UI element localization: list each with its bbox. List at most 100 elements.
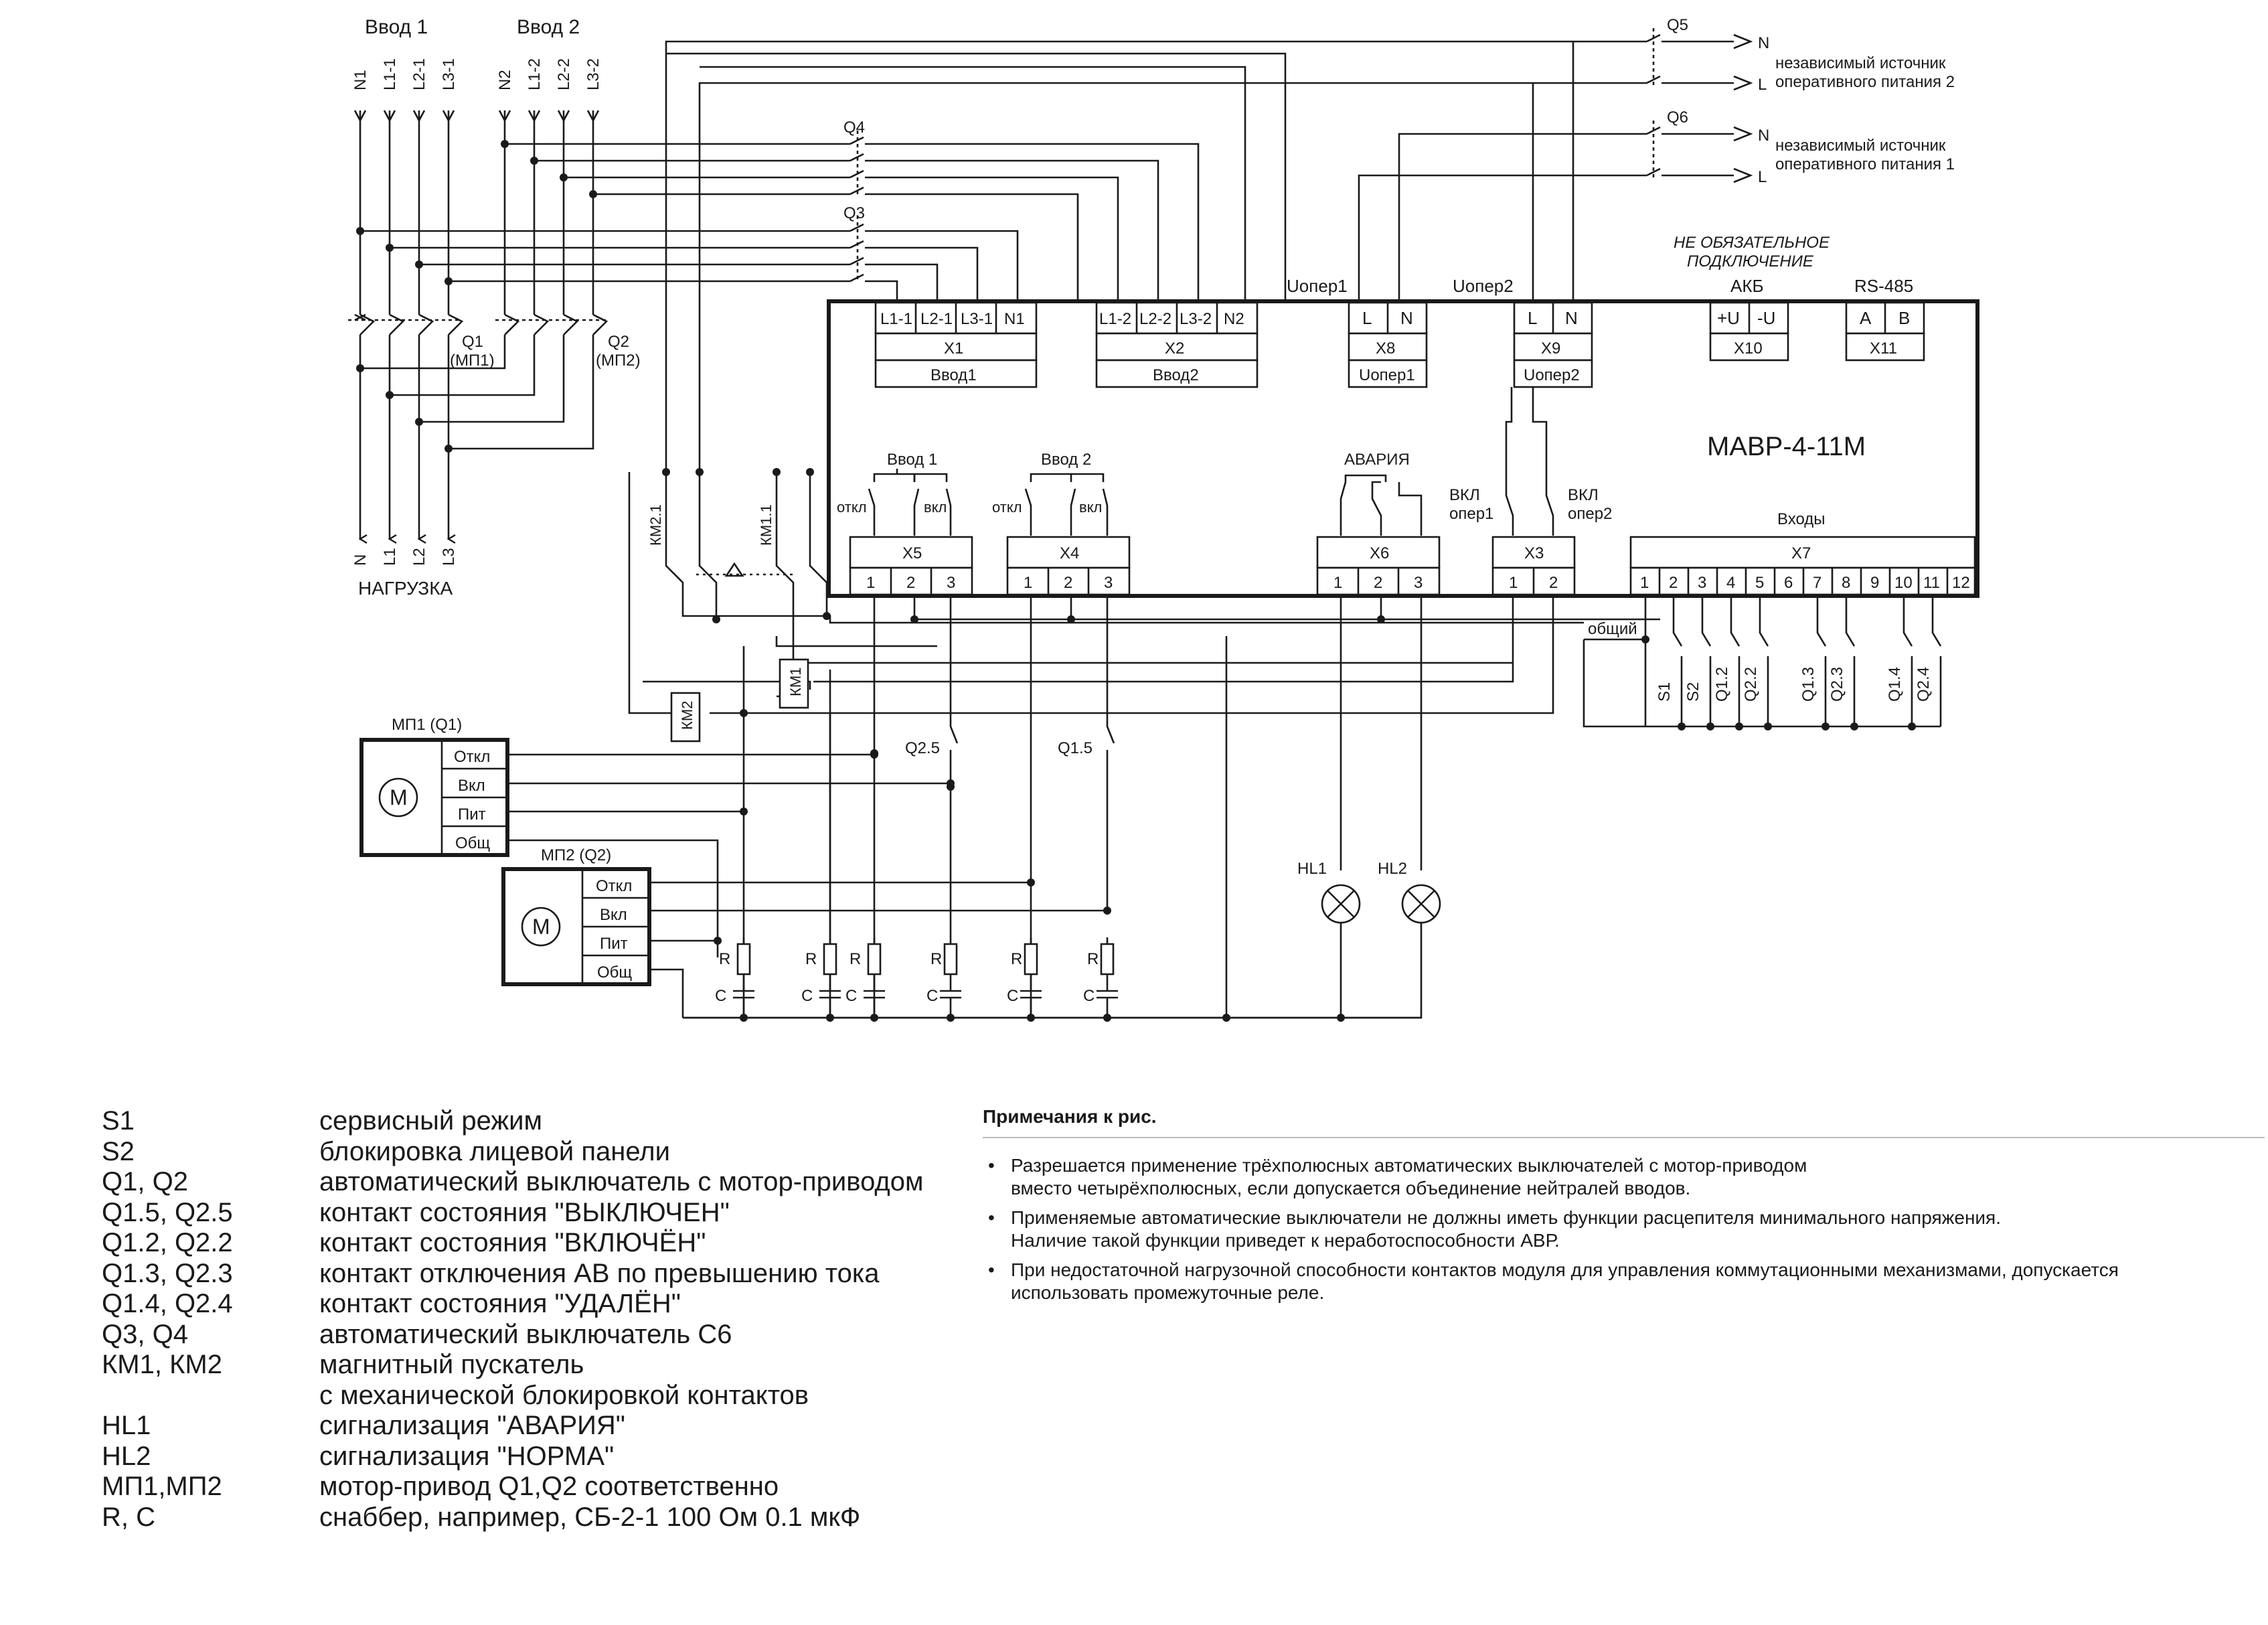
line-l3-2: L3-2 xyxy=(584,58,602,90)
mp2-title: МП2 (Q2) xyxy=(541,846,611,864)
input1-line-labels: N1 L1-1 L2-1 L3-1 xyxy=(351,58,458,90)
snubber-r-2: R xyxy=(805,950,817,968)
x4-name: X4 xyxy=(1060,544,1079,562)
x7-pin-11: 11 xyxy=(1923,574,1940,592)
q3-label: Q3 xyxy=(843,204,865,222)
motor-mp2: МП2 (Q2) M Откл Вкл Пит Общ xyxy=(501,846,651,986)
x7-pin-2: 2 xyxy=(1669,574,1678,592)
q6-label: Q6 xyxy=(1667,108,1688,127)
x7-title: Входы xyxy=(1777,510,1826,528)
terminal-x7: Входы X7 1 2 3 4 5 6 7 8 9 10 11 12 общи… xyxy=(1588,510,1976,638)
mp1-term-2: Вкл xyxy=(458,777,485,795)
q6-breaker xyxy=(1646,121,1753,183)
x1-pin-1: L1-1 xyxy=(880,310,912,328)
x8-pin-l: L xyxy=(1362,308,1372,328)
x6-pin-1: 1 xyxy=(1333,574,1342,592)
legend-symbol: МП1,МП2 xyxy=(102,1472,222,1501)
legend-symbol xyxy=(102,1381,319,1411)
snubber-c-2: C xyxy=(801,987,813,1005)
x7-pin-5: 5 xyxy=(1755,574,1764,592)
x3-on2-b: опер2 xyxy=(1568,505,1612,523)
q6-source-text-1: независимый источник xyxy=(1775,137,1946,155)
q6-source-text-2: оперативного питания 1 xyxy=(1775,155,1955,173)
snubber-c-5: C xyxy=(1007,987,1018,1005)
x11-pin-a: A xyxy=(1860,308,1872,328)
x3-pin-2: 2 xyxy=(1549,574,1558,592)
x1-name: X1 xyxy=(944,339,963,358)
x9-top: Uопер2 xyxy=(1453,276,1514,296)
legend-symbol: Q1.5, Q2.5 xyxy=(102,1197,233,1227)
x6-pin-3: 3 xyxy=(1414,574,1423,592)
x3-name: X3 xyxy=(1524,544,1544,562)
x5-pin-1: 1 xyxy=(866,574,875,592)
x1-pin-2: L2-1 xyxy=(920,310,953,328)
x4-title: Ввод 2 xyxy=(1041,451,1091,469)
terminal-x8: Uопер1 L N X8 Uопер1 xyxy=(1287,276,1428,388)
km2-label: КМ2 xyxy=(679,701,696,730)
snubber-r-4: R xyxy=(930,950,942,968)
snubber-c-4: C xyxy=(926,987,938,1005)
legend-symbol: S2 xyxy=(102,1136,135,1166)
lamp-hl1-label: HL1 xyxy=(1297,860,1327,878)
x10-top: АКБ xyxy=(1730,276,1764,296)
legend-symbol: R, C xyxy=(102,1502,155,1532)
x3-on1-a: ВКЛ xyxy=(1449,486,1480,504)
snubbers xyxy=(733,713,1118,1018)
terminal-x5: Ввод 1 откл вкл X5 1 2 3 xyxy=(837,451,973,596)
x5-name: X5 xyxy=(902,544,922,562)
input1-label: Ввод 1 xyxy=(365,16,428,38)
x7-common: общий xyxy=(1588,620,1637,638)
legend-description: с механической блокировкой контактов xyxy=(319,1380,809,1410)
legend-description: контакт отключения АВ по превышению тока xyxy=(319,1258,880,1288)
input-contact-q14: Q1.4 xyxy=(1886,667,1904,702)
mp2-wiring xyxy=(649,881,1107,1018)
legend-description: магнитный пускатель xyxy=(319,1350,584,1379)
tap-dots xyxy=(356,140,597,285)
note-2-line-2: Наличие такой функции приведет к неработ… xyxy=(1011,1230,1560,1251)
q5-source-text-1: независимый источник xyxy=(1775,54,1946,72)
x7-pin-4: 4 xyxy=(1726,574,1735,592)
x2-name: X2 xyxy=(1165,339,1184,358)
q1-label: Q1 xyxy=(462,333,483,351)
load-n: N xyxy=(351,554,370,566)
terminal-x2: L1-2 L2-2 L3-2 N2 X2 Ввод2 xyxy=(1095,301,1259,388)
x9-pin-n: N xyxy=(1565,308,1578,328)
mp1-wiring xyxy=(507,753,951,957)
x9-pin-l: L xyxy=(1528,308,1537,328)
motor-dots xyxy=(714,751,955,945)
x4-pin-3: 3 xyxy=(1104,574,1113,592)
module-name: МАВР-4-11М xyxy=(1707,432,1866,461)
x7-input-dots xyxy=(1641,635,1916,730)
x11-pin-b: B xyxy=(1898,308,1910,328)
x7-pin-10: 10 xyxy=(1894,574,1913,592)
note-item: Разрешается применение трёхполюсных авто… xyxy=(983,1154,2265,1200)
x7-name: X7 xyxy=(1791,544,1811,562)
q1-sub: (МП1) xyxy=(450,352,495,370)
note-3-line-2: использовать промежуточные реле. xyxy=(1011,1282,1325,1303)
line-n2: N2 xyxy=(496,70,514,90)
q5-label: Q5 xyxy=(1667,16,1688,34)
snubber-r-3: R xyxy=(849,950,861,968)
x7-pin-9: 9 xyxy=(1870,574,1879,592)
x9-caption: Uопер2 xyxy=(1524,366,1580,384)
x5-off: откл xyxy=(837,499,867,516)
optional-label-2: ПОДКЛЮЧЕНИЕ xyxy=(1687,252,1814,270)
legend-row: с механической блокировкой контактов xyxy=(102,1381,985,1411)
load-line-labels: N L1 L2 L3 xyxy=(351,548,458,566)
input2-line-labels: N2 L1-2 L2-2 L3-2 xyxy=(496,58,602,90)
snubber-labels: R C R C R C R C R C R C xyxy=(715,950,1099,1005)
q3-breaker xyxy=(849,216,864,283)
x10-pin-minus: -U xyxy=(1757,308,1775,328)
note-item: Применяемые автоматические выключатели н… xyxy=(983,1207,2265,1252)
x5-title: Ввод 1 xyxy=(887,451,937,469)
mp1-symbol: M xyxy=(390,785,408,809)
snubber-r-6: R xyxy=(1087,950,1099,968)
x6-pin-2: 2 xyxy=(1374,574,1382,592)
